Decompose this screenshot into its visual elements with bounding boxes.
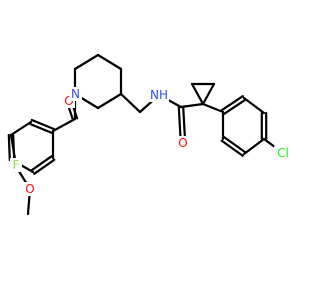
atom-nh: NH (149, 88, 169, 102)
atom-o-methoxy: O (24, 182, 36, 196)
bond-layer (7, 53, 285, 216)
atom-label-o: O (178, 136, 187, 150)
bond-r2-r3 (96, 53, 123, 71)
bond-b3-b4 (7, 133, 11, 162)
bond-ac-cq (179, 102, 205, 109)
bond-r1-r2 (73, 53, 100, 71)
bond-c1-b1 (51, 117, 77, 133)
atom-label-o: O (25, 182, 34, 196)
bond-cq-pa1 (201, 102, 225, 114)
bond-pa5-pa6 (223, 136, 247, 154)
bond-cp2-cq (190, 82, 205, 106)
atom-f: F (10, 158, 22, 172)
bond-r4-r5 (96, 92, 123, 110)
atom-label-f: F (13, 158, 20, 172)
atom-label-layer: O N F O NH O C (10, 87, 292, 196)
bond-pa1-pa2 (220, 95, 244, 112)
molecule-structure: O N F O NH O C (7, 53, 292, 216)
bond-pa4-pa5 (242, 137, 266, 156)
bond-b5-b6 (33, 158, 56, 175)
atom-label-cl: Cl (277, 146, 289, 160)
bond-b5-b6 (30, 155, 53, 172)
bond-b2-b3 (9, 120, 33, 137)
atom-label-nh: NH (150, 88, 168, 102)
bond-pa1-pa2 (223, 98, 247, 115)
bond-pa5-pa6 (220, 139, 244, 157)
bond-cq-cp1 (201, 82, 216, 106)
bond-b1-b2 (30, 118, 55, 131)
atom-cl: Cl (274, 146, 292, 160)
bond-r4-ch2 (119, 92, 142, 114)
molecule-canvas: O N F O NH O C (7, 53, 292, 216)
atom-o-carbonyl-right: O (177, 136, 189, 150)
bond-b1-b2 (29, 122, 54, 135)
atom-n-ring: N (69, 87, 82, 101)
atom-label-n: N (71, 87, 80, 101)
bond-pa2-pa3 (242, 96, 266, 115)
